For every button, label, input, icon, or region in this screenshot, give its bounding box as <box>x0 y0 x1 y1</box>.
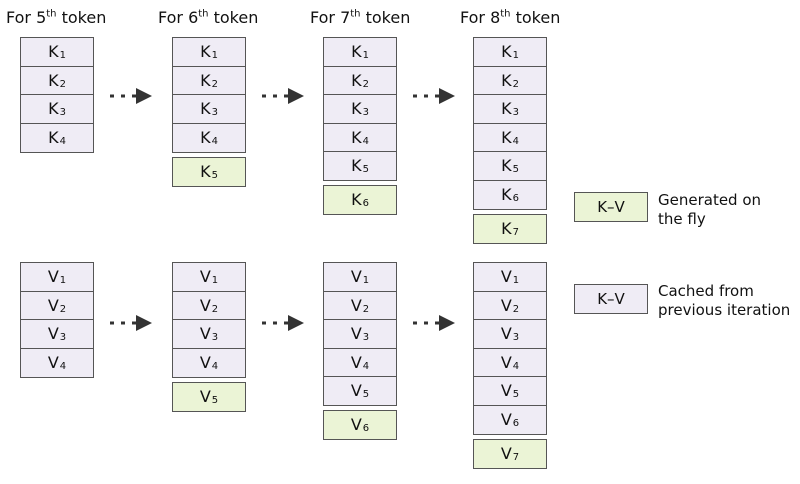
legend-cached-text: Cached from previous iteration <box>658 282 791 319</box>
column-title-6th: For 6th token <box>158 8 259 27</box>
column-title-8th: For 8th token <box>460 8 561 27</box>
dashed-arrow-icon <box>110 88 152 104</box>
dashed-arrow-icon <box>262 315 304 331</box>
legend-generated-swatch: K–V <box>574 192 648 222</box>
column-title-7th: For 7th token <box>310 8 411 27</box>
legend-cached-swatch: K–V <box>574 284 648 314</box>
column-title-5th: For 5th token <box>6 8 107 27</box>
dashed-arrow-icon <box>413 315 455 331</box>
dashed-arrow-icon <box>262 88 304 104</box>
dashed-arrow-icon <box>110 315 152 331</box>
legend-generated-text: Generated on the fly <box>658 191 762 228</box>
dashed-arrow-icon <box>413 88 455 104</box>
